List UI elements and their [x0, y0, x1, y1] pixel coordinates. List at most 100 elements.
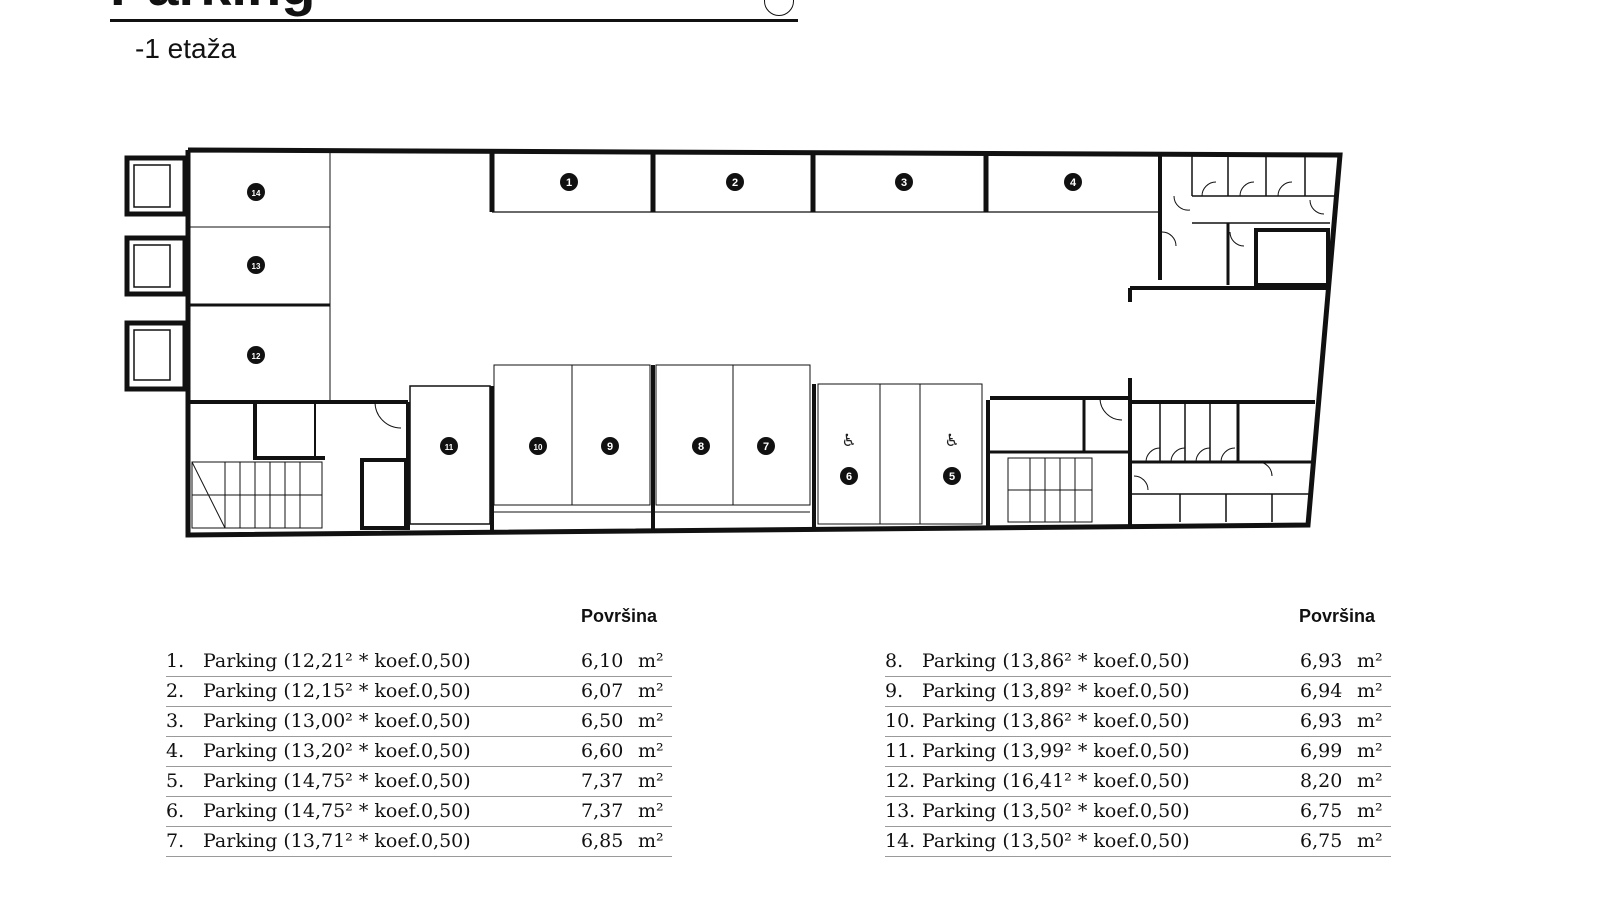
area-header-left: Površina — [581, 606, 658, 626]
row-label: Parking (13,71² * koef.0,50) — [203, 830, 471, 852]
row-area-value: 6,93 — [1300, 710, 1343, 732]
row-number: 12. — [885, 770, 916, 792]
row-number: 2. — [166, 680, 185, 702]
row-unit: m² — [1357, 710, 1383, 732]
parking-spot-badge: 11 — [440, 437, 458, 455]
parking-spot-badge: 4 — [1064, 173, 1082, 191]
parking-spot-badge-circle — [529, 437, 547, 455]
table-row: 11. Parking (13,99² * koef.0,50) 6,99 m² — [885, 736, 1391, 767]
parking-spot-badge: 3 — [895, 173, 913, 191]
row-area-value: 7,37 — [581, 770, 624, 792]
right-stair-core — [990, 288, 1315, 528]
wheelchair-icon: ♿ — [841, 431, 856, 451]
parking-spot-badge: 5 — [943, 467, 961, 485]
left-bays — [188, 152, 408, 404]
row-number: 11. — [885, 740, 916, 762]
row-label: Parking (13,86² * koef.0,50) — [922, 710, 1190, 732]
parking-spot-number: 14 — [252, 189, 261, 198]
svg-text:♿: ♿ — [841, 431, 856, 451]
area-header-right: Površina — [1299, 606, 1376, 626]
row-unit: m² — [638, 680, 664, 702]
row-number: 9. — [885, 680, 904, 702]
row-number: 6. — [166, 800, 185, 822]
parking-spot-number: 6 — [846, 471, 852, 483]
parking-spot-number: 7 — [763, 441, 769, 453]
parking-spot-badge: 12 — [247, 346, 265, 364]
parking-spot-badge: 14 — [247, 183, 265, 201]
row-number: 4. — [166, 740, 185, 762]
floor-level-label: -1 etaža — [135, 33, 237, 64]
row-label: Parking (13,00² * koef.0,50) — [203, 710, 471, 732]
parking-spot-badge: 6 — [840, 467, 858, 485]
row-unit: m² — [638, 650, 664, 672]
parking-spot-number: 11 — [445, 443, 454, 452]
row-unit: m² — [638, 800, 664, 822]
parking-spot-badge-circle — [440, 437, 458, 455]
row-label: Parking (16,41² * koef.0,50) — [922, 770, 1190, 792]
row-area-value: 6,94 — [1300, 680, 1343, 702]
row-number: 7. — [166, 830, 185, 852]
row-label: Parking (13,50² * koef.0,50) — [922, 830, 1190, 852]
row-number: 5. — [166, 770, 185, 792]
row-unit: m² — [638, 830, 664, 852]
table-row: 12. Parking (16,41² * koef.0,50) 8,20 m² — [885, 766, 1391, 797]
parking-spot-badge-circle — [247, 256, 265, 274]
parking-spot-number: 5 — [949, 471, 955, 483]
wheelchair-icon: ♿ — [944, 431, 959, 451]
row-unit: m² — [1357, 740, 1383, 762]
parking-spot-badge-circle — [692, 437, 710, 455]
parking-spot-badge: 10 — [529, 437, 547, 455]
row-label: Parking (13,99² * koef.0,50) — [922, 740, 1190, 762]
parking-spot-number: 12 — [252, 352, 261, 361]
outer-wall — [185, 147, 1343, 538]
parking-spot-number: 10 — [534, 443, 543, 452]
parking-spot-number: 3 — [901, 177, 907, 189]
svg-text:♿: ♿ — [944, 431, 959, 451]
top-bays — [489, 152, 1162, 280]
parking-spot-number: 8 — [698, 441, 704, 453]
parking-spot-badge: 9 — [601, 437, 619, 455]
parking-spot-number: 13 — [252, 262, 261, 271]
row-label: Parking (13,50² * koef.0,50) — [922, 800, 1190, 822]
row-area-value: 6,99 — [1300, 740, 1343, 762]
row-area-value: 6,93 — [1300, 650, 1343, 672]
parking-spot-badge-circle — [247, 346, 265, 364]
bottom-bays — [406, 364, 990, 530]
parking-spot-badge-circle — [840, 467, 858, 485]
parking-spot-number: 2 — [732, 177, 738, 189]
row-number: 3. — [166, 710, 185, 732]
row-area-value: 6,60 — [581, 740, 624, 762]
row-unit: m² — [1357, 770, 1383, 792]
parking-spot-badge: 13 — [247, 256, 265, 274]
row-area-value: 8,20 — [1300, 770, 1343, 792]
row-area-value: 6,85 — [581, 830, 624, 852]
row-unit: m² — [1357, 800, 1383, 822]
page-title: Parking — [110, 0, 315, 14]
parking-spot-badge: 7 — [757, 437, 775, 455]
row-number: 14. — [885, 830, 916, 852]
parking-spot-badge-circle — [726, 173, 744, 191]
row-number: 1. — [166, 650, 185, 672]
parking-spot-badge-circle — [247, 183, 265, 201]
parking-spot-badge-circle — [943, 467, 961, 485]
parking-spot-number: 4 — [1070, 177, 1077, 189]
parking-spot-badge-circle — [757, 437, 775, 455]
parking-spot-number: 9 — [607, 441, 613, 453]
title-underline — [110, 19, 798, 22]
row-label: Parking (13,86² * koef.0,50) — [922, 650, 1190, 672]
parking-spot-badge: 1 — [560, 173, 578, 191]
parking-spot-badge-circle — [560, 173, 578, 191]
row-area-value: 6,75 — [1300, 800, 1343, 822]
table-row: 13. Parking (13,50² * koef.0,50) 6,75 m² — [885, 796, 1391, 827]
row-number: 13. — [885, 800, 916, 822]
parking-spot-badge-circle — [601, 437, 619, 455]
row-label: Parking (14,75² * koef.0,50) — [203, 770, 471, 792]
